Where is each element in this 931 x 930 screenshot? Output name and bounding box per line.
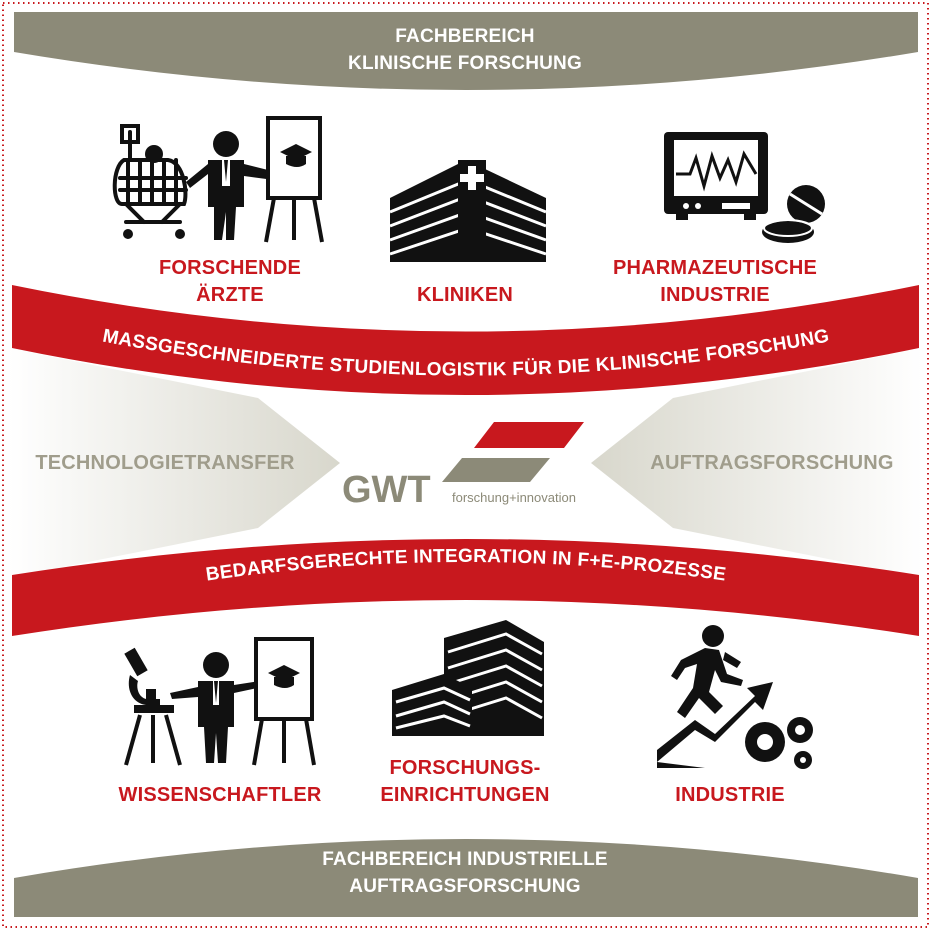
label-line2: ÄRZTE [196,284,264,306]
label-line1: WISSENSCHAFTLER [118,784,322,806]
monitor-pills-icon [664,132,825,243]
top-band-line1: FACHBEREICH [395,26,535,47]
logo-tagline: forschung+innovation [452,490,576,505]
technologietransfer-label: TECHNOLOGIETRANSFER [35,452,295,474]
red-band-bottom-label: BEDARFSGERECHTE INTEGRATION IN F+E-PROZE… [205,546,728,586]
top-band-line2: KLINISCHE FORSCHUNG [348,53,582,74]
industry-growth-icon [657,625,813,769]
logo-text: GWT [342,469,431,510]
bottom-band-title: FACHBEREICH INDUSTRIELLE AUFTRAGSFORSCHU… [215,846,715,900]
logo-red-bar [474,422,584,448]
logo-gray-bar [442,458,550,482]
svg-text:BEDARFSGERECHTE INTEGRATION IN: BEDARFSGERECHTE INTEGRATION IN F+E-PROZE… [205,546,728,586]
top-band-title: FACHBEREICH KLINISCHE FORSCHUNG [215,23,715,77]
hospital-icon [389,160,547,262]
label-line1: FORSCHUNGS- [389,757,541,779]
right-arrow-shape [591,348,923,578]
label-line1: PHARMAZEUTISCHE [612,257,818,279]
bottom-gray-band [14,839,918,917]
research-buildings-icon [392,620,544,736]
auftragsforschung-label: AUFTRAGSFORSCHUNG [650,452,894,474]
bottom-band-line2: AUFTRAGSFORSCHUNG [349,876,581,897]
label-line1: FORSCHENDE [158,257,301,279]
label-line1: INDUSTRIE [675,784,785,806]
label-forschungseinrichtungen: FORSCHUNGS- EINRICHTUNGEN [350,755,580,809]
top-gray-band [14,12,918,90]
label-line1: KLINIKEN [416,284,514,306]
label-line2: EINRICHTUNGEN [380,784,550,806]
label-industrie: INDUSTRIE [630,782,830,809]
red-band-top-text: MASSGESCHNEIDERTE STUDIENLOGISTIK FÜR DI… [101,326,831,381]
svg-text:MASSGESCHNEIDERTE STUDIENLOGIS: MASSGESCHNEIDERTE STUDIENLOGISTIK FÜR DI… [101,326,831,381]
label-forschende-aerzte: FORSCHENDE ÄRZTE [110,255,350,309]
label-pharmazeutische-industrie: PHARMAZEUTISCHE INDUSTRIE [580,255,850,309]
label-wissenschaftler: WISSENSCHAFTLER [100,782,340,809]
label-line2: INDUSTRIE [660,284,770,306]
red-band-bottom-text: BEDARFSGERECHTE INTEGRATION IN F+E-PROZE… [205,546,728,586]
left-arrow-shape [8,348,340,578]
gwt-logo: GWT forschung+innovation [342,422,584,510]
red-band-top-label: MASSGESCHNEIDERTE STUDIENLOGISTIK FÜR DI… [101,326,831,381]
scientist-icon [124,637,316,766]
doctor-patient-icon [112,116,324,243]
bottom-band-line1: FACHBEREICH INDUSTRIELLE [322,849,608,870]
bottom-red-band [12,539,919,636]
top-red-band [12,285,919,395]
label-kliniken: KLINIKEN [370,282,560,309]
